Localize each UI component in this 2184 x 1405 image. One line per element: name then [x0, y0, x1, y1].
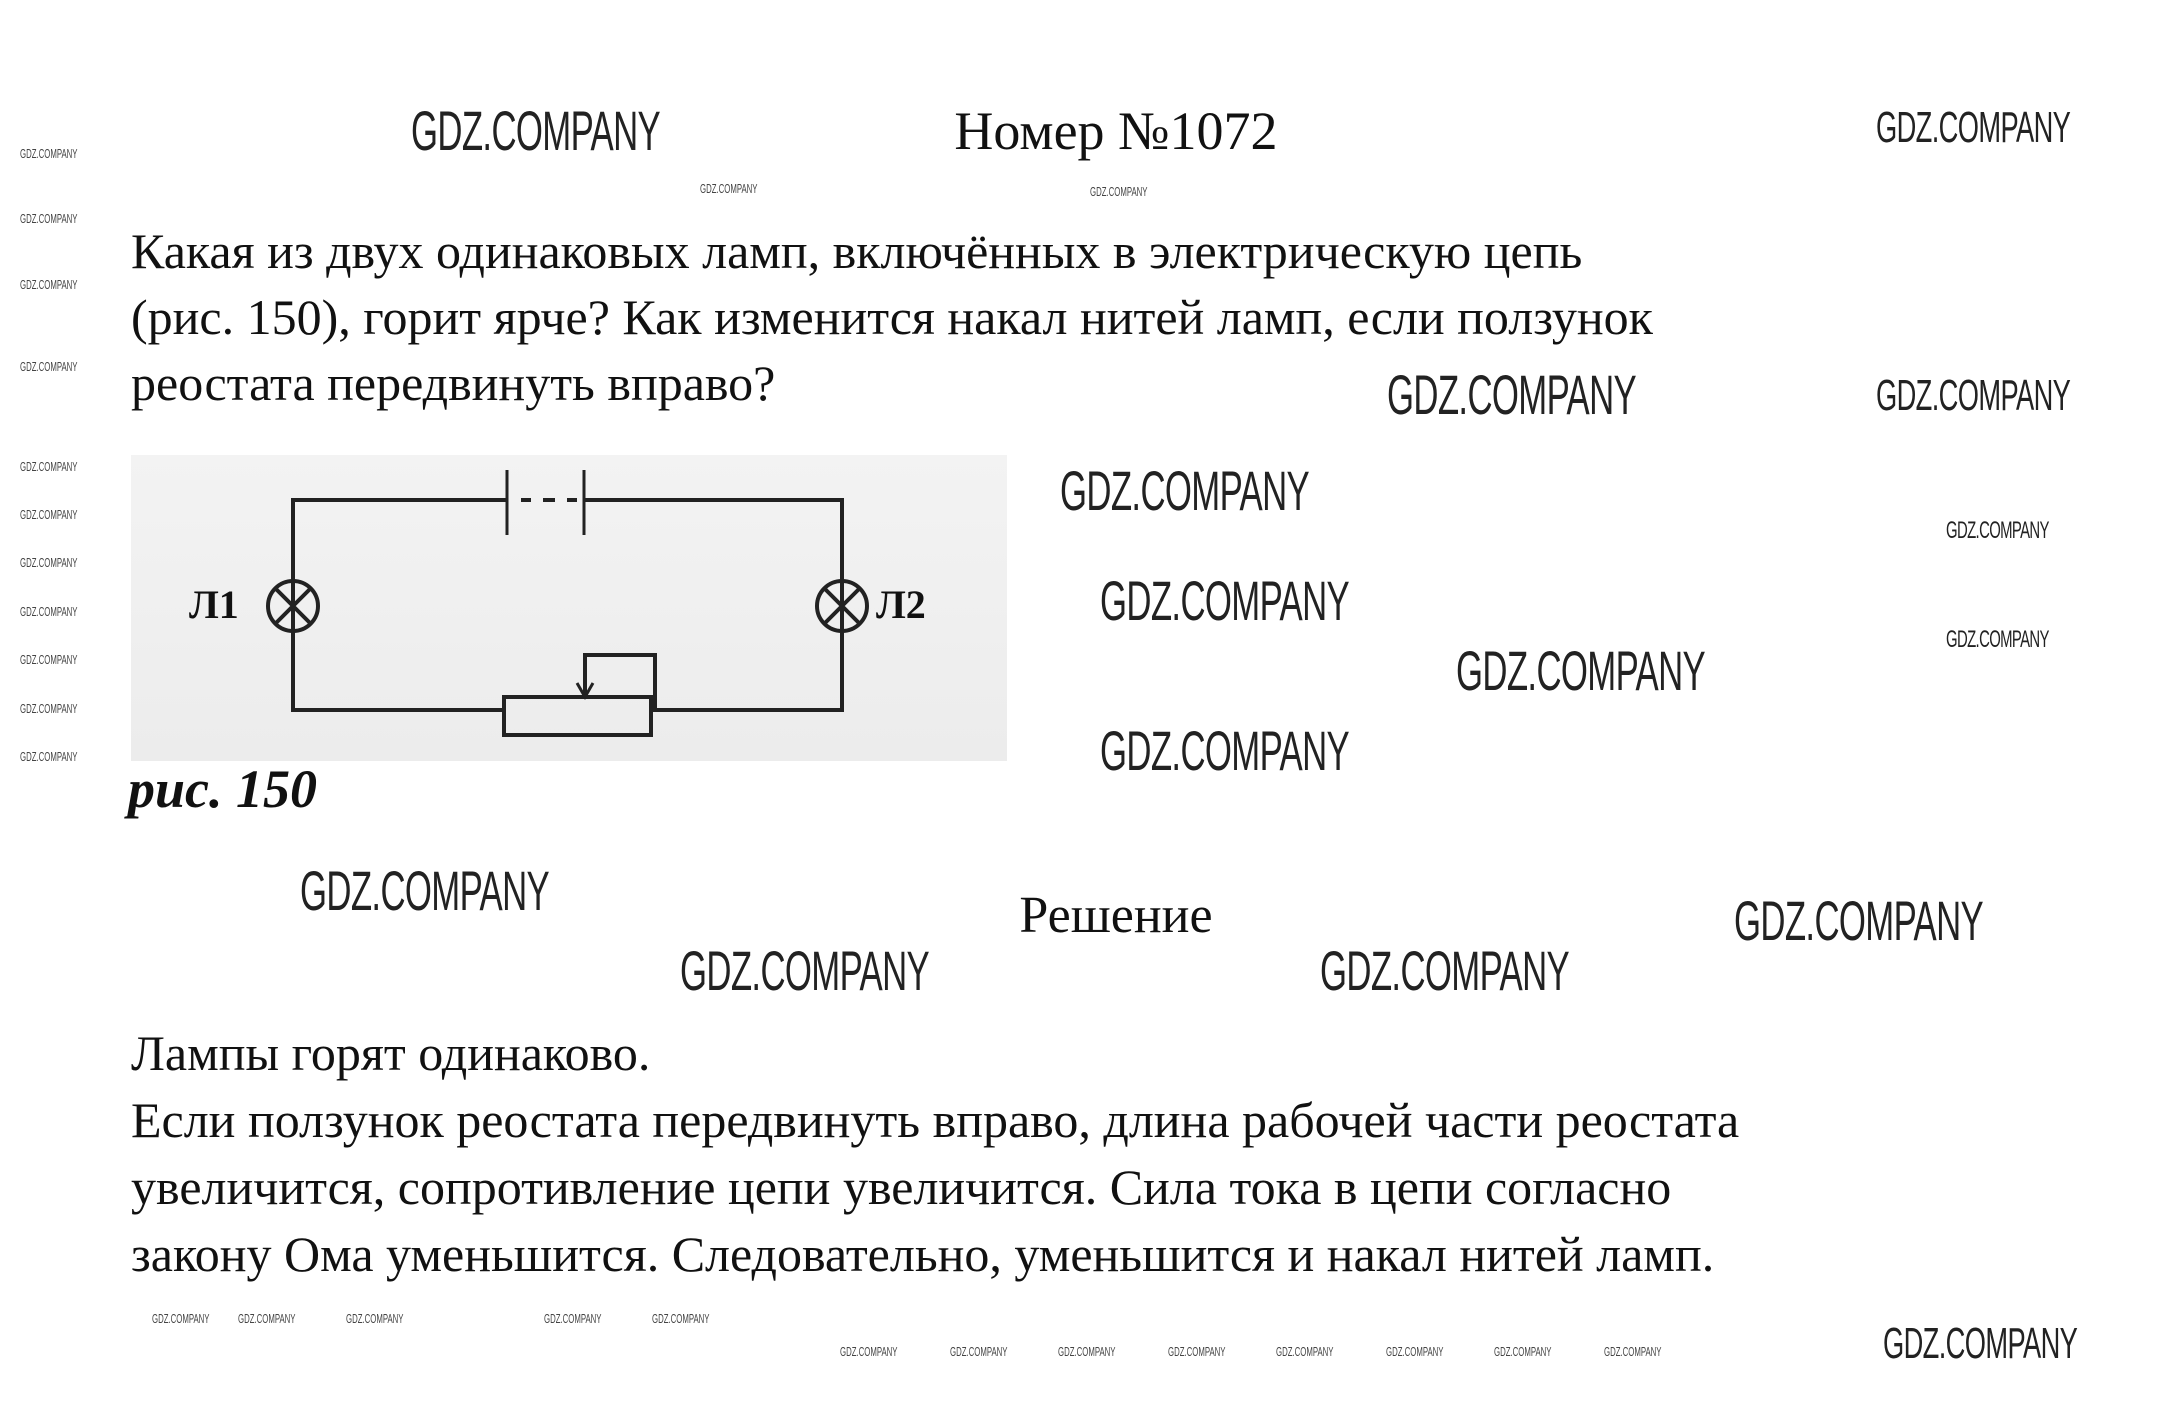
- watermark: GDZ.COMPANY: [1946, 517, 2049, 544]
- watermark: GDZ.COMPANY: [20, 146, 78, 161]
- watermark: GDZ.COMPANY: [1387, 363, 1637, 426]
- circuit-figure: Л1 Л2: [131, 455, 1007, 761]
- watermark: GDZ.COMPANY: [700, 181, 758, 196]
- watermark: GDZ.COMPANY: [1734, 889, 1984, 952]
- watermark: GDZ.COMPANY: [1060, 459, 1310, 522]
- page-title: Номер №1072: [954, 101, 1278, 161]
- lamp2-label: Л2: [876, 582, 926, 627]
- lamp1-label: Л1: [189, 582, 239, 627]
- circuit-diagram: [266, 470, 869, 737]
- slider-wire: [583, 653, 657, 710]
- watermark: GDZ.COMPANY: [544, 1311, 602, 1326]
- watermark: GDZ.COMPANY: [20, 555, 78, 570]
- watermark: GDZ.COMPANY: [20, 749, 78, 764]
- watermark: GDZ.COMPANY: [840, 1344, 898, 1359]
- watermark: GDZ.COMPANY: [20, 359, 78, 374]
- watermark: GDZ.COMPANY: [20, 701, 78, 716]
- watermark: GDZ.COMPANY: [1100, 719, 1350, 782]
- watermark: GDZ.COMPANY: [1883, 1319, 2078, 1368]
- watermark: GDZ.COMPANY: [20, 211, 78, 226]
- watermark: GDZ.COMPANY: [1276, 1344, 1334, 1359]
- battery-icon: [505, 470, 586, 535]
- bottom-wire: [291, 687, 844, 712]
- answer-line: закону Ома уменьшится. Следовательно, ум…: [131, 1226, 1715, 1282]
- watermark: GDZ.COMPANY: [1876, 103, 2071, 152]
- watermark: GDZ.COMPANY: [950, 1344, 1008, 1359]
- watermark: GDZ.COMPANY: [652, 1311, 710, 1326]
- watermark: GDZ.COMPANY: [680, 939, 930, 1002]
- question-line: (рис. 150), горит ярче? Как изменится на…: [131, 289, 1653, 345]
- slider-arrow-icon: [575, 682, 595, 701]
- watermark: GDZ.COMPANY: [300, 859, 550, 922]
- watermark: GDZ.COMPANY: [238, 1311, 296, 1326]
- watermark: GDZ.COMPANY: [346, 1311, 404, 1326]
- answer-line: Лампы горят одинаково.: [131, 1025, 651, 1081]
- watermark: GDZ.COMPANY: [1320, 939, 1570, 1002]
- watermark: GDZ.COMPANY: [1456, 639, 1706, 702]
- top-wire: [291, 498, 844, 659]
- watermark: GDZ.COMPANY: [1058, 1344, 1116, 1359]
- watermark: GDZ.COMPANY: [152, 1311, 210, 1326]
- answer-text: Лампы горят одинаково. Если ползунок рео…: [131, 1020, 1739, 1288]
- question-text: Какая из двух одинаковых ламп, включённы…: [131, 218, 1653, 416]
- watermark: GDZ.COMPANY: [1100, 569, 1350, 632]
- watermark: GDZ.COMPANY: [20, 652, 78, 667]
- watermark: GDZ.COMPANY: [411, 99, 661, 162]
- answer-line: Если ползунок реостата передвинуть вправ…: [131, 1092, 1740, 1148]
- figure-caption: рис. 150: [128, 759, 317, 819]
- question-line: реостата передвинуть вправо?: [131, 355, 776, 411]
- watermark: GDZ.COMPANY: [1494, 1344, 1552, 1359]
- watermark: GDZ.COMPANY: [20, 459, 78, 474]
- watermark: GDZ.COMPANY: [20, 507, 78, 522]
- watermark: GDZ.COMPANY: [1876, 371, 2071, 420]
- watermark: GDZ.COMPANY: [1946, 626, 2049, 653]
- watermark: GDZ.COMPANY: [1168, 1344, 1226, 1359]
- rheostat-icon: [502, 695, 653, 737]
- answer-line: увеличится, сопротивление цепи увеличитс…: [131, 1159, 1672, 1215]
- watermark: GDZ.COMPANY: [1386, 1344, 1444, 1359]
- question-line: Какая из двух одинаковых ламп, включённы…: [131, 223, 1583, 279]
- watermark: GDZ.COMPANY: [1604, 1344, 1662, 1359]
- watermark: GDZ.COMPANY: [20, 277, 78, 292]
- solution-heading: Решение: [1019, 887, 1213, 944]
- watermark: GDZ.COMPANY: [20, 604, 78, 619]
- watermark: GDZ.COMPANY: [1090, 184, 1148, 199]
